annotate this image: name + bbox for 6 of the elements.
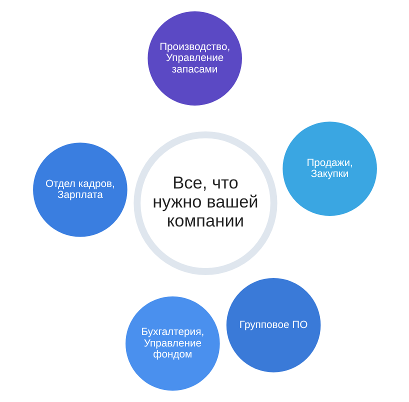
node-circle: Бухгалтерия, Управление фондом bbox=[125, 296, 220, 391]
node-circle: Производство, Управление запасами bbox=[147, 11, 242, 106]
node-circle: Все, что нужно вашей компании bbox=[133, 131, 277, 275]
node-circle: Групповое ПО bbox=[226, 278, 320, 372]
node-circle: Отдел кадров, Зарплата bbox=[32, 142, 127, 237]
node-circle: Продажи, Закупки bbox=[282, 122, 376, 216]
